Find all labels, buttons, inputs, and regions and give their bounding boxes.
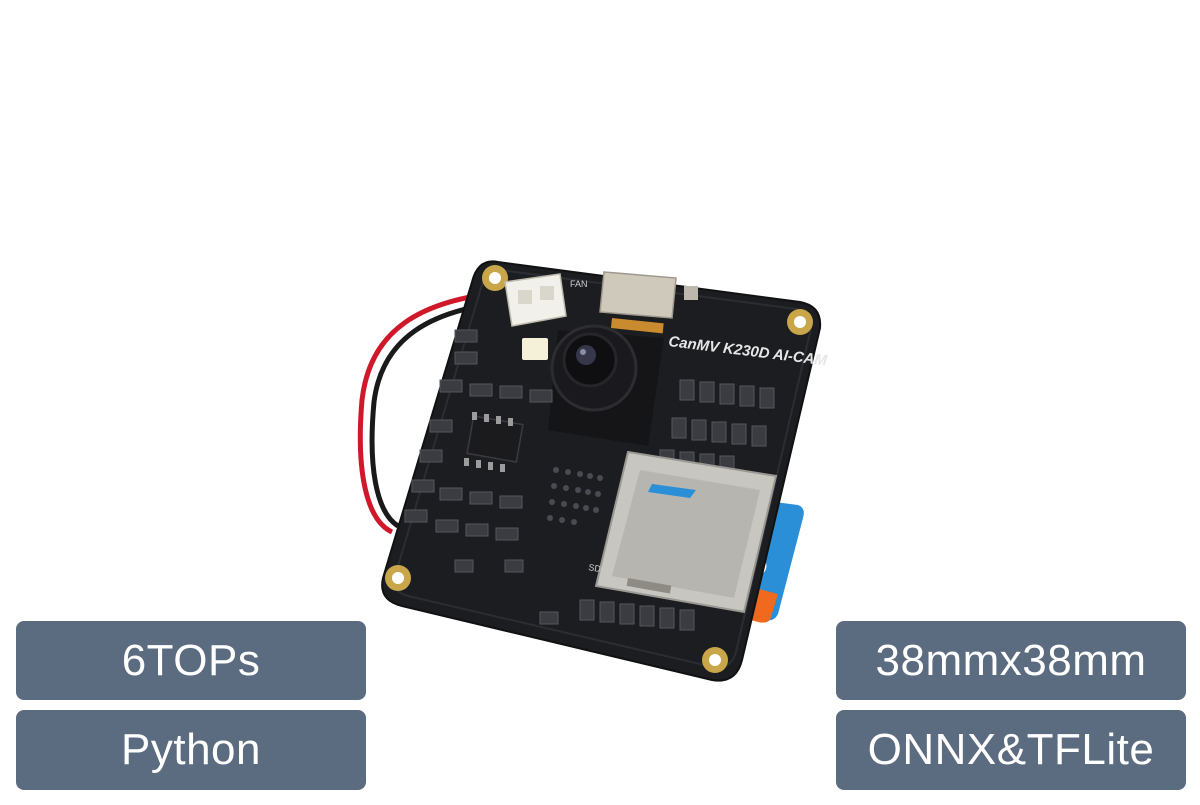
sd-label: SD <box>588 562 603 574</box>
badge-compute: 6TOPs <box>16 621 366 700</box>
ic-chip <box>464 412 524 472</box>
camera-module <box>548 318 664 446</box>
sd-socket: SD <box>588 450 778 614</box>
led <box>522 338 548 360</box>
mounting-holes <box>385 265 813 673</box>
fan-connector: FAN <box>504 273 588 327</box>
fan-label: FAN <box>570 279 588 289</box>
badge-size: 38mmx38mm <box>836 621 1186 700</box>
smd-dots <box>547 467 603 525</box>
badge-language: Python <box>16 710 366 790</box>
fan-cable <box>357 289 508 535</box>
top-connector <box>599 271 677 319</box>
badge-formats: ONNX&TFLite <box>836 710 1186 790</box>
